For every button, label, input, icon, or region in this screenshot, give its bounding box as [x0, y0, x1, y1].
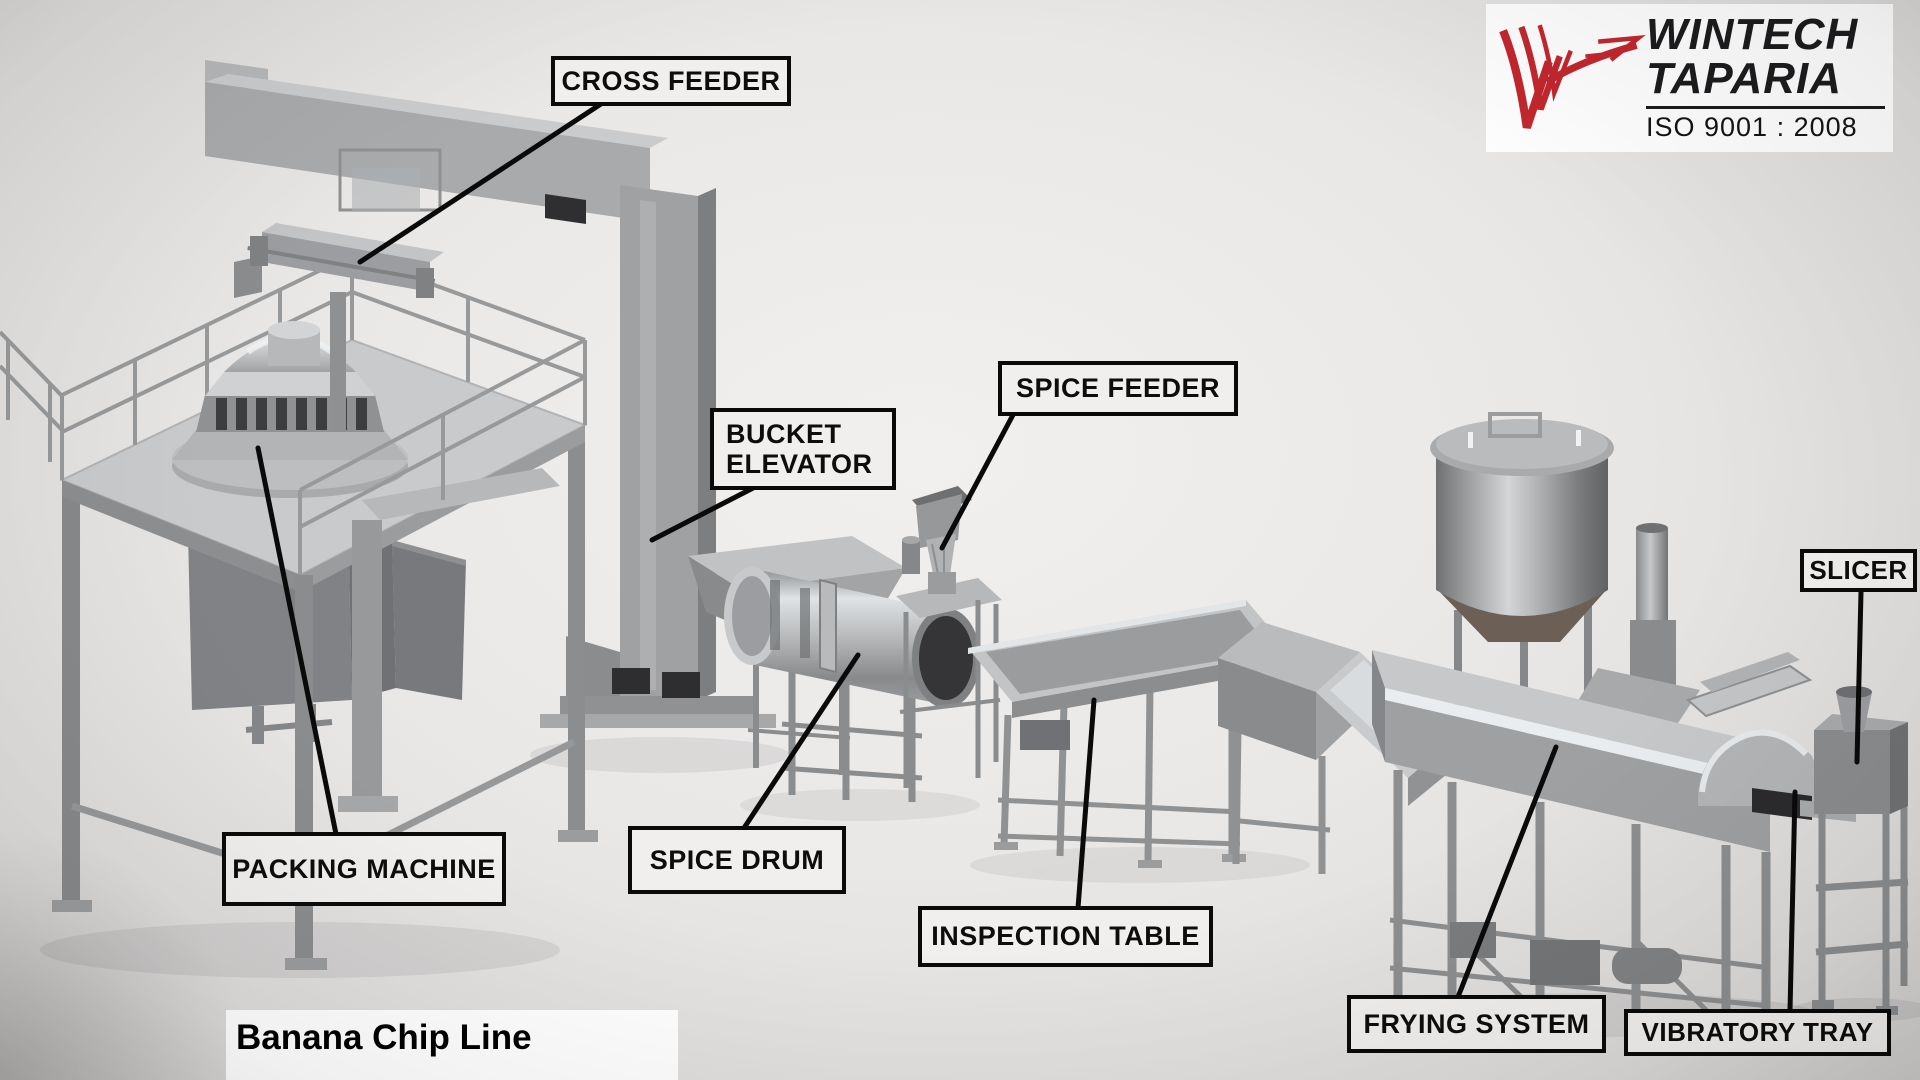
spice-drum-render — [724, 567, 980, 802]
spice-feeder-render — [896, 486, 1002, 788]
cross-feeder-render — [234, 148, 444, 432]
leader-vibratory-tray — [1787, 789, 1798, 1014]
label-spice-drum: SPICE DRUM — [628, 826, 846, 894]
chimney-render — [1576, 523, 1813, 726]
leader-spice-drum — [741, 652, 861, 831]
platform-legs-rear — [52, 428, 598, 912]
label-packing-machine: PACKING MACHINE — [222, 832, 506, 906]
leader-packing-machine — [255, 445, 339, 837]
brand-line1: WINTECH — [1646, 10, 1859, 60]
label-slicer: SLICER — [1800, 549, 1917, 592]
bucket-elevator-render — [205, 60, 776, 728]
platform-railing-front — [298, 338, 586, 575]
label-frying-system: FRYING SYSTEM — [1347, 995, 1606, 1053]
oil-tank-render — [1430, 412, 1614, 712]
label-inspection-table: INSPECTION TABLE — [918, 906, 1213, 967]
multihead-weigher-render — [172, 321, 408, 498]
stair-railing — [0, 330, 64, 462]
title-box: Banana Chip Line — [226, 1010, 678, 1080]
slicer-render — [1812, 686, 1909, 1015]
leader-inspection-table — [1075, 697, 1097, 911]
leader-lines — [255, 97, 1864, 1014]
leader-cross-feeder — [357, 97, 610, 265]
label-bucket-elevator: BUCKET ELEVATOR — [710, 408, 896, 490]
logo-divider — [1646, 105, 1885, 109]
leader-bucket-elevator — [649, 483, 760, 543]
label-vibratory-tray: VIBRATORY TRAY — [1624, 1009, 1891, 1056]
brand-line2: TAPARIA — [1646, 53, 1843, 103]
label-cross-feeder: CROSS FEEDER — [551, 56, 791, 106]
leader-frying-system — [1455, 744, 1559, 1000]
label-spice-feeder: SPICE FEEDER — [998, 361, 1238, 416]
leader-spice-feeder — [939, 410, 1017, 551]
company-logo: WINTECH TAPARIA ISO 9001 : 2008 — [1486, 4, 1893, 152]
page-title: Banana Chip Line — [236, 1018, 532, 1057]
leader-slicer — [1854, 589, 1864, 765]
wintech-logo-mark-icon — [1499, 24, 1646, 129]
iso-certification: ISO 9001 : 2008 — [1646, 111, 1858, 142]
